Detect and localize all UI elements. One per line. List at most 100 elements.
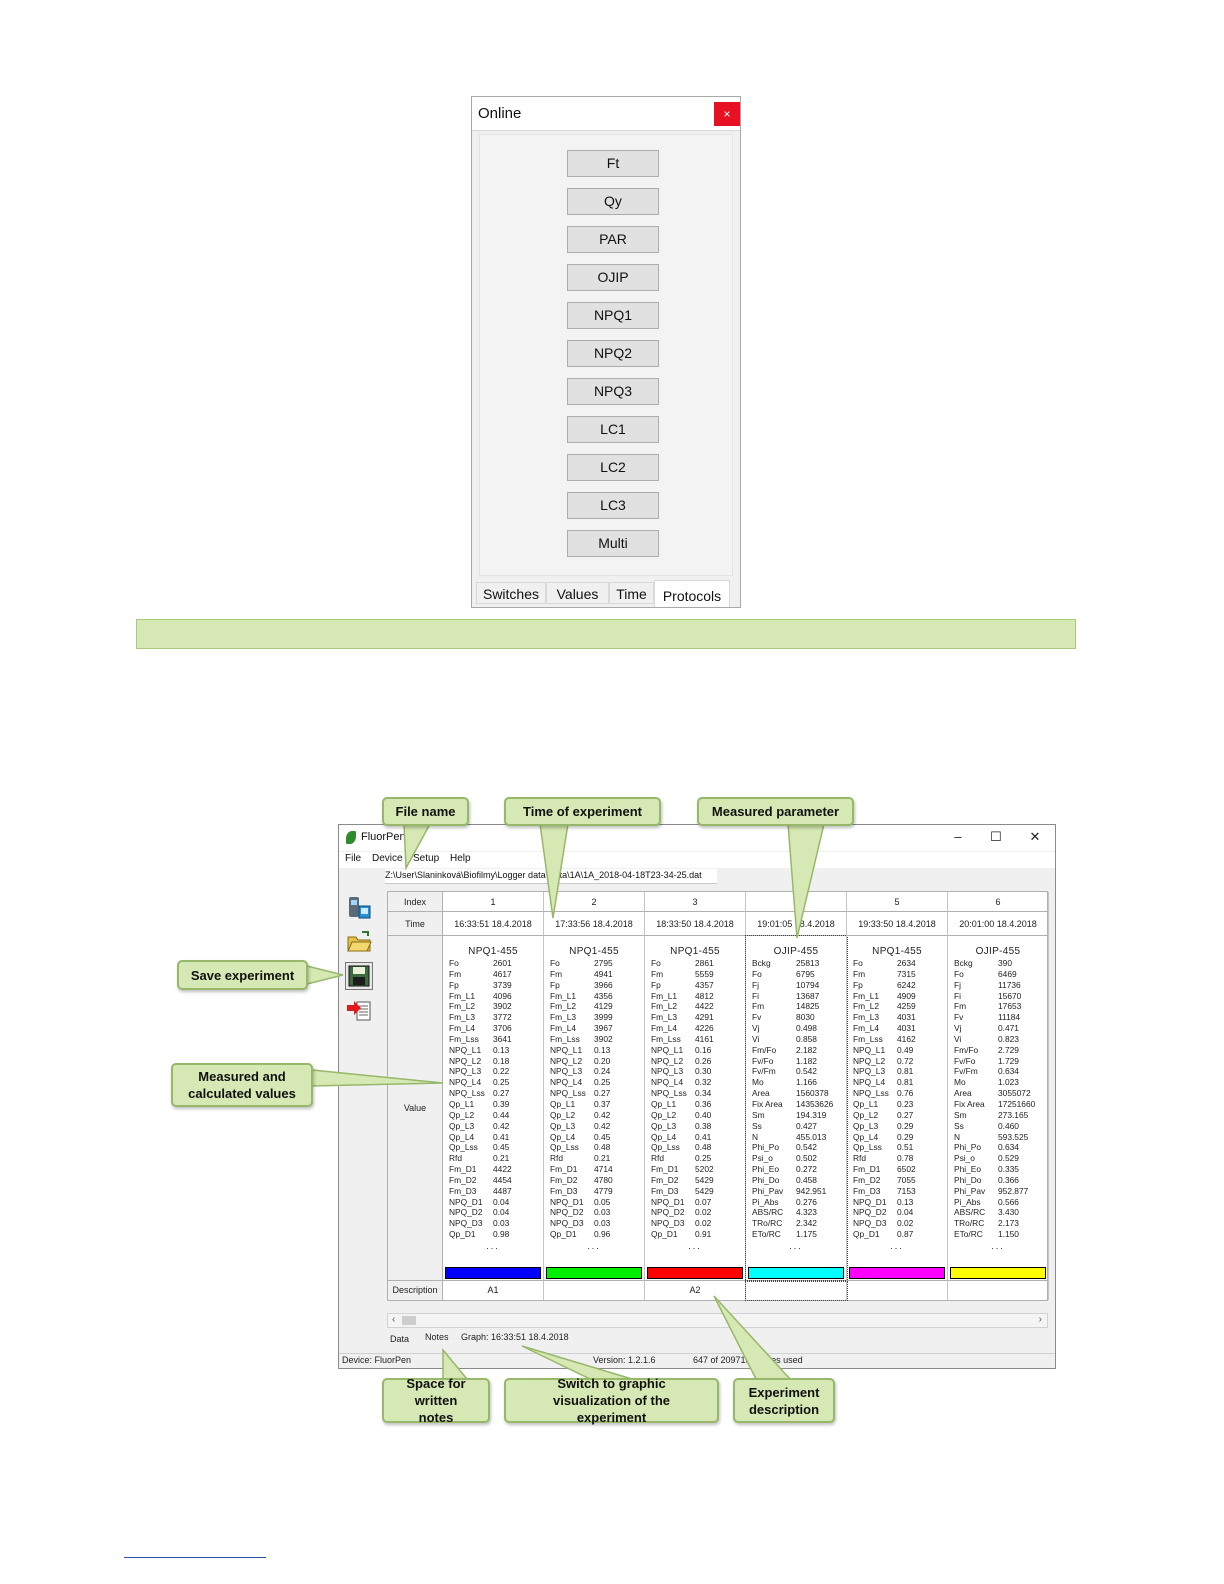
protocol-name: OJIP-455	[773, 946, 819, 957]
description-cell[interactable]: A1	[443, 1281, 544, 1300]
parameter-name: NPQ_L1	[550, 1044, 583, 1055]
protocol-button-lc3[interactable]: LC3	[567, 492, 659, 519]
parameter-value: 0.21	[594, 1153, 611, 1164]
menu-setup[interactable]: Setup	[413, 853, 440, 864]
parameter-name: Area	[954, 1088, 972, 1099]
column-index[interactable]: 1	[443, 892, 544, 912]
parameter-value: 390	[998, 958, 1012, 968]
parameter-value: 0.335	[998, 1164, 1019, 1175]
column-index[interactable]: 4	[746, 892, 847, 912]
close-icon[interactable]: ✕	[1029, 829, 1041, 844]
protocol-name: NPQ1-455	[670, 946, 720, 957]
protocol-button-ft[interactable]: Ft	[567, 150, 659, 177]
column-index[interactable]: 5	[847, 892, 948, 912]
column-index[interactable]: 2	[544, 892, 645, 912]
tab-notes[interactable]: Notes	[425, 1332, 449, 1342]
color-swatch[interactable]	[748, 1267, 844, 1279]
column-index[interactable]: 6	[948, 892, 1049, 912]
download-icon[interactable]	[345, 894, 373, 922]
description-cell[interactable]: A2	[645, 1281, 746, 1300]
color-swatch[interactable]	[445, 1267, 541, 1279]
footnote-rule	[124, 1557, 266, 1558]
tab-switches[interactable]: Switches	[476, 582, 546, 604]
menu-help[interactable]: Help	[450, 853, 471, 864]
parameter-value: 0.13	[493, 1044, 510, 1055]
scroll-right-icon[interactable]: ›	[1038, 1314, 1042, 1325]
parameter-name: Fm_D2	[853, 1174, 881, 1185]
parameter-value: 4422	[695, 1001, 714, 1012]
description-cell[interactable]	[745, 1280, 848, 1301]
parameter-name: Qp_L2	[550, 1109, 576, 1120]
parameter-value: 0.823	[998, 1033, 1019, 1044]
column-index[interactable]: 3	[645, 892, 746, 912]
parameter-value: 0.23	[897, 1098, 914, 1109]
protocol-button-lc1[interactable]: LC1	[567, 416, 659, 443]
horizontal-scrollbar[interactable]: ‹ ›	[387, 1313, 1048, 1328]
protocol-button-lc2[interactable]: LC2	[567, 454, 659, 481]
tab-graph[interactable]: Graph: 16:33:51 18.4.2018	[461, 1332, 569, 1342]
parameter-name: N	[752, 1131, 759, 1142]
parameter-value: 0.366	[998, 1174, 1019, 1185]
color-swatch[interactable]	[950, 1267, 1046, 1279]
color-swatch[interactable]	[546, 1267, 642, 1279]
maximize-icon[interactable]: ☐	[990, 829, 1002, 844]
color-swatch[interactable]	[647, 1267, 743, 1279]
minimize-icon[interactable]: –	[954, 829, 962, 844]
tab-protocols[interactable]: Protocols	[654, 580, 730, 607]
description-cell[interactable]	[948, 1281, 1049, 1300]
protocol-name: OJIP-455	[975, 946, 1021, 957]
parameter-name: Qp_L3	[651, 1120, 677, 1131]
tab-values[interactable]: Values	[546, 582, 609, 604]
parameter-name: Rfd	[449, 1153, 463, 1164]
protocol-button-qy[interactable]: Qy	[567, 188, 659, 215]
tab-data[interactable]: Data	[390, 1334, 410, 1344]
description-cell[interactable]	[544, 1281, 645, 1300]
parameter-name: NPQ_L4	[853, 1077, 886, 1088]
parameter-value: 1.175	[796, 1229, 817, 1240]
menu-device[interactable]: Device	[372, 853, 403, 864]
parameter-value: 0.36	[695, 1098, 712, 1109]
parameter-value: 0.30	[695, 1066, 712, 1077]
tab-time[interactable]: Time	[609, 582, 654, 604]
description-cell[interactable]	[847, 1281, 948, 1300]
close-icon[interactable]: ×	[714, 102, 740, 126]
protocol-button-multi[interactable]: Multi	[567, 530, 659, 557]
scroll-thumb[interactable]	[402, 1316, 416, 1325]
scroll-left-icon[interactable]: ‹	[392, 1314, 396, 1325]
protocol-button-npq3[interactable]: NPQ3	[567, 378, 659, 405]
protocol-button-par[interactable]: PAR	[567, 226, 659, 253]
protocol-button-npq1[interactable]: NPQ1	[567, 302, 659, 329]
parameter-name: Phi_Po	[954, 1142, 982, 1153]
parameter-name: NPQ_L3	[550, 1066, 583, 1077]
protocol-button-npq2[interactable]: NPQ2	[567, 340, 659, 367]
menu-file[interactable]: File	[345, 853, 362, 864]
save-icon[interactable]	[345, 962, 373, 990]
column-time: 18:33:50 18.4.2018	[645, 912, 746, 936]
parameter-name: Fm_Lss	[449, 1033, 479, 1044]
open-folder-icon[interactable]	[345, 928, 373, 956]
protocol-button-ojip[interactable]: OJIP	[567, 264, 659, 291]
color-swatch[interactable]	[849, 1267, 945, 1279]
export-icon[interactable]	[345, 996, 373, 1024]
parameter-value: 0.27	[897, 1109, 914, 1120]
